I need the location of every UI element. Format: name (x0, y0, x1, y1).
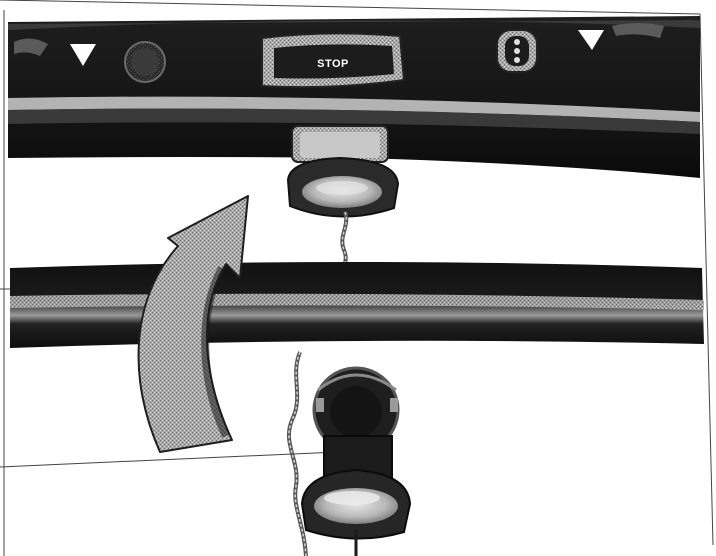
handlebar (10, 262, 704, 348)
triangle-down-icon (70, 44, 96, 66)
stop-button[interactable]: STOP (261, 32, 406, 89)
curved-up-arrow-icon (137, 195, 249, 453)
three-dots-icon[interactable] (496, 29, 538, 73)
frame-right-edge (699, 13, 714, 546)
console-edge-fragment (612, 23, 664, 38)
safety-cord-lower-highlight (288, 351, 307, 556)
stop-label: STOP (317, 58, 349, 70)
triangle-down-icon (578, 30, 604, 50)
circle-button-icon[interactable] (124, 41, 166, 83)
safety-key-clip-icon[interactable] (300, 366, 412, 556)
frame-top-edge (0, 0, 701, 15)
safety-key-clip-icon[interactable] (286, 125, 400, 218)
callout-line-bottom (0, 450, 361, 468)
console-edge-fragment (14, 38, 48, 56)
